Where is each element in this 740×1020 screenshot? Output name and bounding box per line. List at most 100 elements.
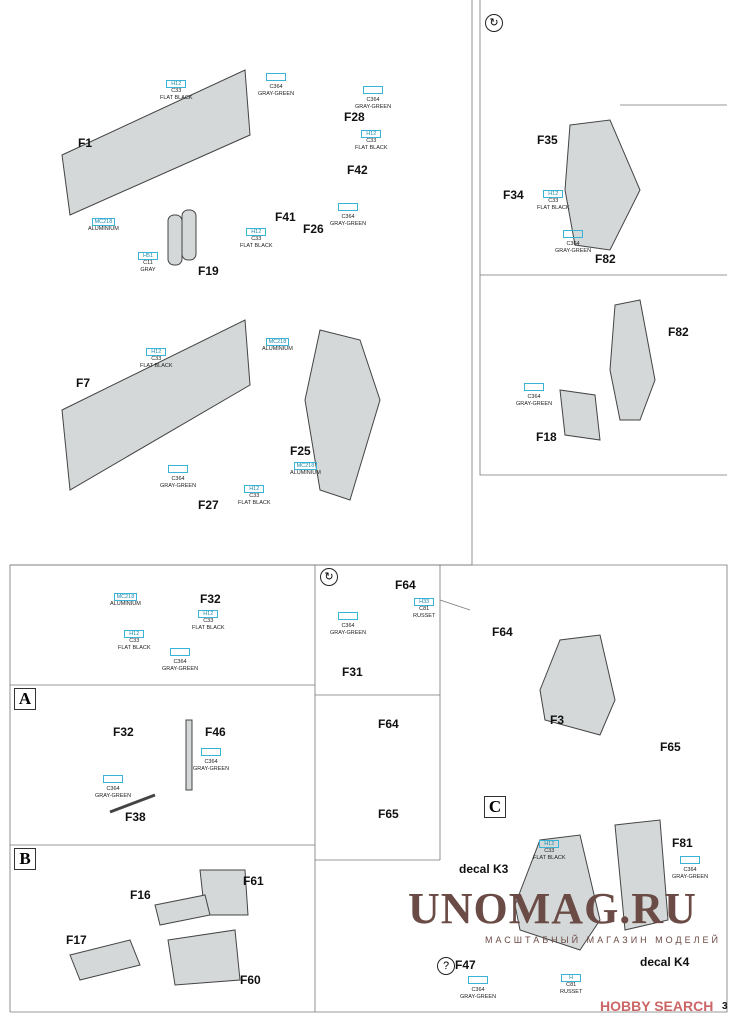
paint-name: FLAT BLACK: [537, 205, 570, 211]
paint-box: H12: [198, 610, 219, 618]
instrument-panel-f1: [61, 69, 251, 216]
paint-box: MC218: [113, 593, 138, 601]
paint-name: ALUMINIUM: [88, 226, 119, 232]
part-label: F26: [303, 222, 324, 236]
paint-name: FLAT BLACK: [238, 500, 271, 506]
paint-name: FLAT BLACK: [240, 243, 273, 249]
paint-name: GRAY-GREEN: [160, 483, 197, 489]
paint-name: RUSSET: [560, 989, 583, 995]
paint-code: C33: [249, 493, 260, 499]
paint-box: H: [561, 974, 582, 982]
paint-box: [168, 465, 189, 473]
paint-code: C364: [566, 241, 580, 247]
paint-code: C33: [544, 848, 555, 854]
paint-code: C364: [269, 84, 283, 90]
paint-box: H33: [414, 598, 435, 606]
paint-code: C364: [171, 476, 185, 482]
oxygen-bottle-f19: [181, 209, 197, 261]
paint-name: GRAY-GREEN: [330, 221, 367, 227]
part-label: F38: [125, 810, 146, 824]
paint-box: H51: [138, 252, 158, 260]
rotate-view-icon: ↻: [320, 568, 338, 586]
armor-plate-f81: [614, 819, 669, 931]
part-label: F46: [205, 725, 226, 739]
source-logo: HOBBY SEARCH: [600, 998, 713, 1014]
paint-box: MC218: [91, 218, 116, 226]
paint-box: MC218: [265, 338, 290, 346]
paint-name: GRAY-GREEN: [193, 766, 230, 772]
part-label: F64: [492, 625, 513, 639]
decal-label: decal K3: [459, 862, 509, 876]
part-label: F64: [395, 578, 416, 592]
part-label: F7: [76, 376, 91, 390]
part-label: F32: [200, 592, 221, 606]
source-logo-text: HOBBY SEARCH: [600, 998, 714, 1014]
paint-name: ALUMINIUM: [290, 470, 321, 476]
paint-box: [680, 856, 701, 864]
paint-code: C364: [527, 394, 541, 400]
paint-box: H12: [166, 80, 187, 88]
paint-code: C33: [171, 88, 182, 94]
part-f17: [69, 939, 141, 981]
part-label: F82: [595, 252, 616, 266]
rod-f38: [109, 793, 156, 814]
part-f46: [185, 719, 193, 791]
paint-box: [338, 203, 359, 211]
paint-code: C364: [106, 786, 120, 792]
frame-bulkhead: [304, 329, 381, 501]
paint-name: ALUMINIUM: [262, 346, 293, 352]
part-label: F17: [66, 933, 87, 947]
part-label: F16: [130, 888, 151, 902]
section-c-label: C: [484, 796, 506, 818]
frame-f82-bottom: [609, 299, 656, 421]
watermark-subtitle: МАСШТАБНЫЙ МАГАЗИН МОДЕЛЕЙ: [485, 935, 721, 945]
part-label: F1: [78, 136, 93, 150]
paint-box: H12: [246, 228, 267, 236]
paint-name: FLAT BLACK: [160, 95, 193, 101]
paint-name: GRAY-GREEN: [516, 401, 553, 407]
paint-code: C33: [151, 356, 162, 362]
paint-box: [468, 976, 489, 984]
paint-box: [103, 775, 124, 783]
part-label: F41: [275, 210, 296, 224]
paint-code: C33: [548, 198, 559, 204]
paint-code: C364: [341, 214, 355, 220]
optional-part-icon: ?: [437, 957, 455, 975]
frame-f82-top: [564, 119, 641, 251]
paint-box: [524, 383, 545, 391]
part-label: F81: [672, 836, 693, 850]
paint-code: C33: [129, 638, 140, 644]
paint-name: GRAY-GREEN: [555, 248, 592, 254]
part-label: F28: [344, 110, 365, 124]
paint-code: C81: [566, 982, 577, 988]
paint-box: [563, 230, 584, 238]
paint-name: RUSSET: [413, 613, 436, 619]
paint-box: [266, 73, 287, 81]
paint-box: H12: [124, 630, 145, 638]
part-label: F27: [198, 498, 219, 512]
part-label: F34: [503, 188, 524, 202]
part-label: F18: [536, 430, 557, 444]
part-label: F42: [347, 163, 368, 177]
section-b-label: B: [14, 848, 36, 870]
